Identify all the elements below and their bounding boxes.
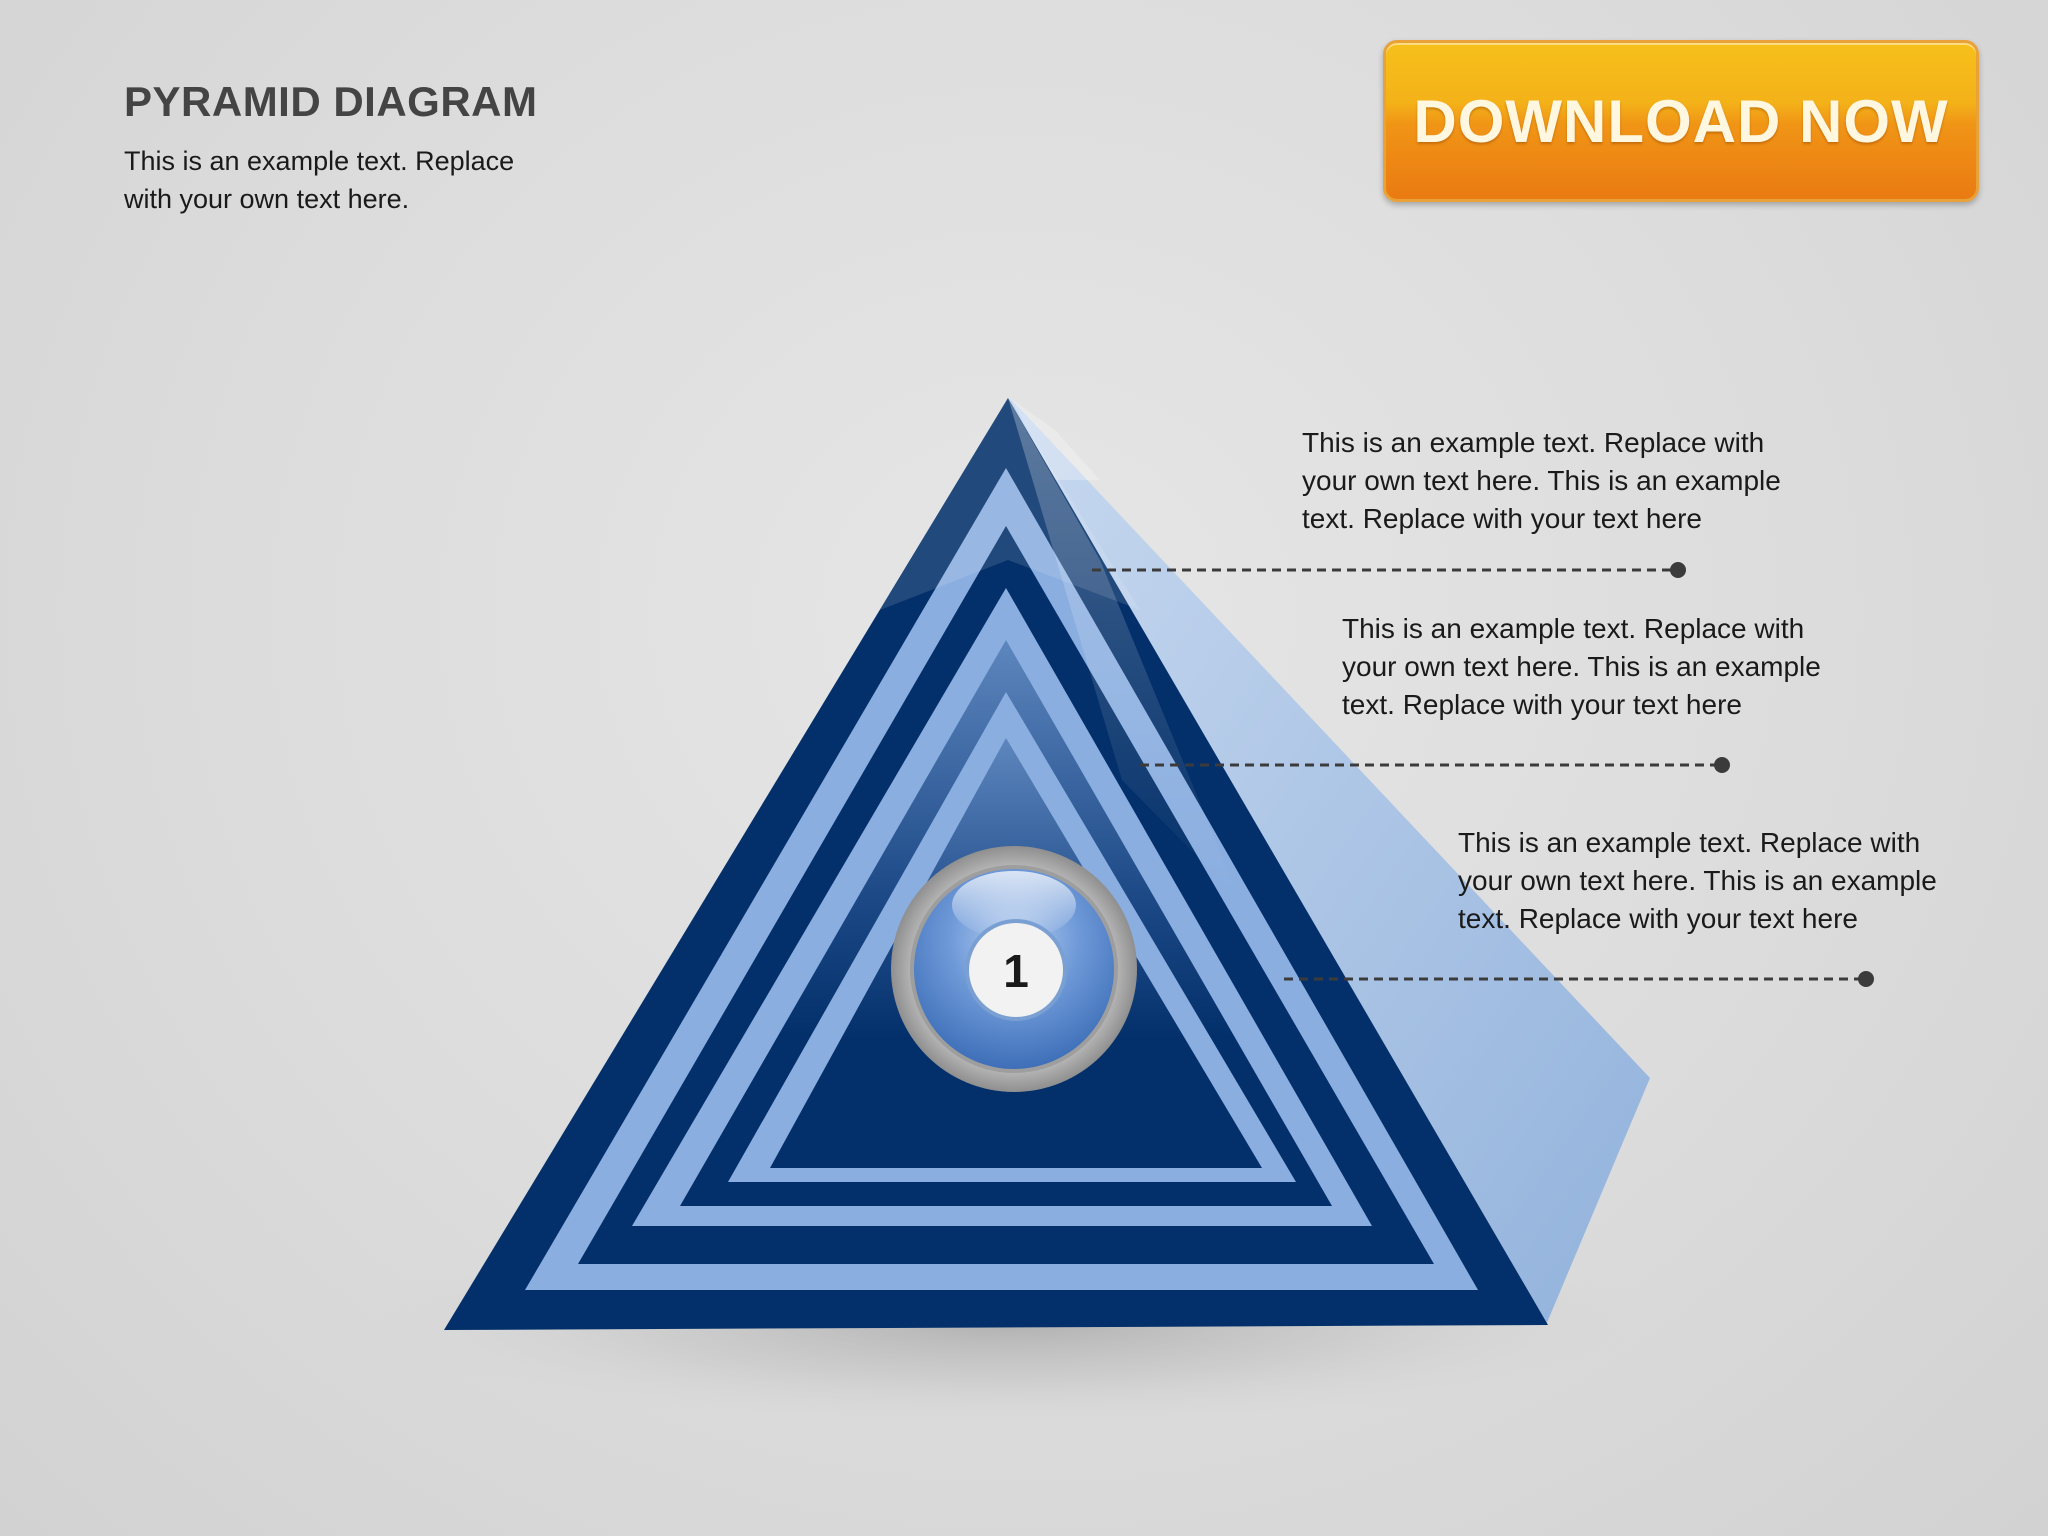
callout-text-2: This is an example text. Replace with yo… xyxy=(1342,613,1821,720)
badge-number: 1 xyxy=(1003,945,1029,997)
download-button-label: DOWNLOAD NOW xyxy=(1413,87,1949,155)
pyramid-gloss xyxy=(1008,398,1240,900)
connector-dot-3 xyxy=(1858,971,1874,987)
badge-center xyxy=(965,919,1067,1021)
page-title: PYRAMID DIAGRAM xyxy=(124,78,538,125)
pyramid-side-face xyxy=(1010,398,1650,1325)
page-subtitle: This is an example text. Replace with yo… xyxy=(124,146,515,214)
connector-dot-1 xyxy=(1670,562,1686,578)
connector-dot-2 xyxy=(1714,757,1730,773)
pyramid-top-gloss xyxy=(880,398,1140,610)
callout-text-1: This is an example text. Replace with yo… xyxy=(1302,427,1781,534)
download-now-button[interactable]: DOWNLOAD NOW xyxy=(1383,40,1979,202)
pyramid-side-highlight xyxy=(1010,398,1100,480)
callout-text-3: This is an example text. Replace with yo… xyxy=(1458,827,1937,934)
badge-ball-gloss xyxy=(952,871,1076,939)
